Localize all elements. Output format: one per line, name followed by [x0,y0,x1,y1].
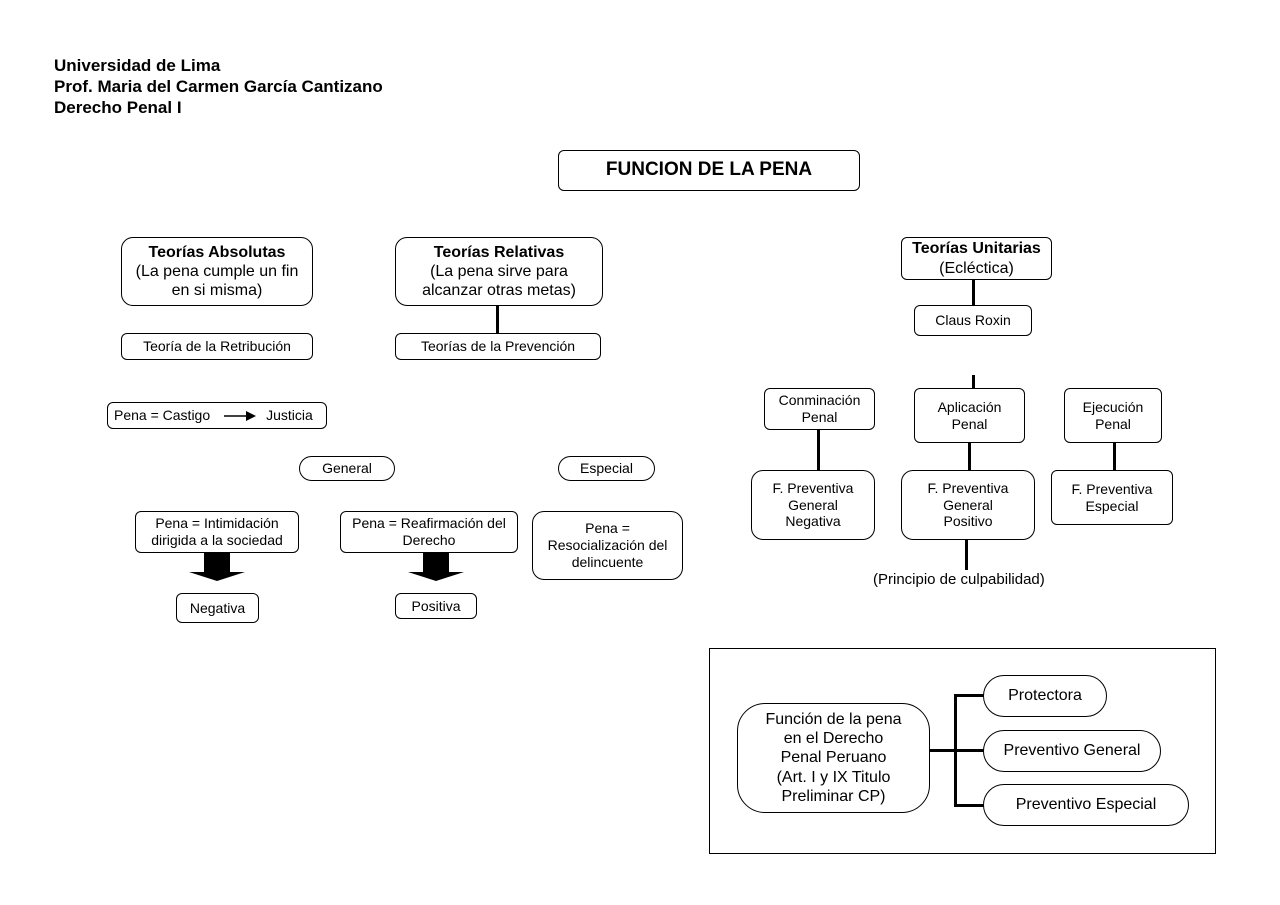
preventivo-especial-box: Preventivo Especial [983,784,1189,826]
prevencion-box: Teorías de la Prevención [395,333,601,360]
absolutas-title: Teorías Absolutas [148,243,286,261]
culpabilidad-label: (Principio de culpabilidad) [873,571,1045,588]
unitarias-desc: (Ecléctica) [939,259,1014,277]
connector-ejecucion [1113,443,1116,470]
header-course: Derecho Penal I [54,98,182,117]
arrow-down-icon [189,553,245,581]
diagram-title: FUNCION DE LA PENA [558,150,860,191]
connector-culpabilidad [965,540,968,570]
unitarias-title: Teorías Unitarias [912,240,1041,258]
resocializacion-box: Pena = Resocialización del delincuente [532,511,683,580]
fp-general-positivo-box: F. Preventiva General Positivo [901,470,1035,540]
fp-especial-box: F. Preventiva Especial [1051,470,1173,525]
absolutas-desc-2: en si misma) [171,282,263,300]
pena-castigo-label: Pena = Castigo [114,407,211,424]
roxin-box: Claus Roxin [914,305,1032,336]
preventivo-general-box: Preventivo General [983,730,1161,772]
connector-peru-general [954,749,985,752]
reafirmacion-box: Pena = Reafirmación del Derecho [340,511,518,553]
connector-peru-especial [954,804,985,807]
positiva-box: Positiva [395,593,477,619]
negativa-box: Negativa [176,593,259,623]
fp-general-negativa-box: F. Preventiva General Negativa [751,470,875,540]
connector-peru-main [930,749,956,752]
conminacion-box: Conminación Penal [764,388,875,430]
especial-pill: Especial [558,456,655,481]
relativas-box: Teorías Relativas (La pena sirve para al… [395,237,603,306]
connector-unitarias-roxin [972,280,975,305]
connector-conminacion [817,430,820,470]
relativas-desc-2: alcanzar otras metas) [422,282,576,300]
peru-function-box: Función de la pena en el Derecho Penal P… [737,703,930,813]
arrow-right-icon [224,410,257,421]
ejecucion-box: Ejecución Penal [1064,388,1162,443]
intimidacion-box: Pena = Intimidación dirigida a la socied… [135,511,299,553]
connector-relativas-prevencion [496,306,499,333]
retribucion-box: Teoría de la Retribución [121,333,313,360]
peru-frame [709,648,1216,854]
connector-peru-protectora [954,694,985,697]
header-university: Universidad de Lima [54,56,221,75]
absolutas-box: Teorías Absolutas (La pena cumple un fin… [121,237,313,306]
relativas-desc-1: (La pena sirve para [430,262,568,280]
general-pill: General [299,456,395,481]
connector-aplicacion [968,443,971,470]
absolutas-desc-1: (La pena cumple un fin [135,262,299,280]
unitarias-box: Teorías Unitarias (Ecléctica) [901,237,1052,280]
connector-roxin-aplicacion [972,375,975,388]
justicia-label: Justicia [266,407,313,424]
relativas-title: Teorías Relativas [433,243,565,261]
protectora-box: Protectora [983,675,1107,717]
arrow-down-icon [408,553,464,581]
pena-castigo-box: Pena = Castigo Justicia [107,402,327,429]
aplicacion-box: Aplicación Penal [914,388,1025,443]
header-professor: Prof. Maria del Carmen García Cantizano [54,77,383,96]
